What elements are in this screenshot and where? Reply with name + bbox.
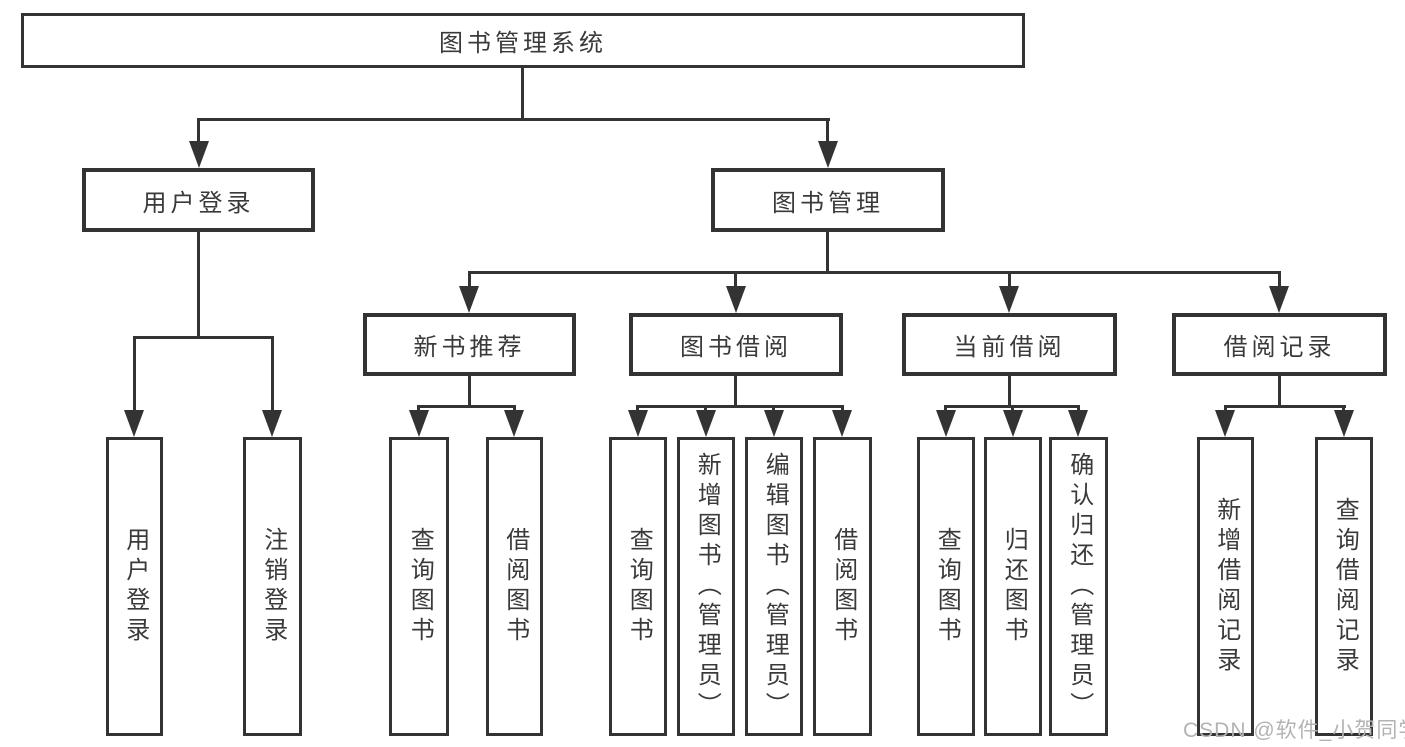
node-cb-query-books: 查询图书 [917, 437, 975, 736]
connector-line [826, 232, 829, 271]
node-label: 借阅记录 [1223, 334, 1336, 361]
connector-line [197, 118, 830, 121]
connector-line [636, 405, 844, 408]
arrowhead-icon [832, 410, 852, 437]
node-label: 注销登录 [259, 526, 287, 647]
arrowhead-icon [504, 410, 524, 437]
connector-line [468, 376, 471, 405]
node-bb-add-books-admin: 新增图书（管理员） [677, 437, 735, 736]
node-label: 查询图书 [406, 526, 434, 647]
connector-line [133, 336, 136, 412]
connector-line [197, 118, 200, 146]
connector-line [468, 271, 471, 288]
node-book-management: 图书管理 [711, 168, 945, 232]
connector-line [734, 271, 737, 288]
node-label: 查询图书 [625, 526, 653, 647]
connector-line [1278, 376, 1281, 405]
arrowhead-icon [726, 286, 746, 313]
connector-line [734, 376, 737, 405]
node-br-add-borrow-record: 新增借阅记录 [1197, 437, 1254, 736]
arrowhead-icon [1215, 410, 1235, 437]
connector-line [944, 405, 947, 412]
node-borrowing-records: 借阅记录 [1172, 313, 1387, 376]
arrowhead-icon [459, 286, 479, 313]
arrowhead-icon [262, 410, 282, 437]
connector-line [1008, 376, 1011, 405]
arrowhead-icon [1269, 286, 1289, 313]
arrowhead-icon [696, 410, 716, 437]
arrowhead-icon [764, 410, 784, 437]
node-label: 编辑图书（管理员） [761, 451, 789, 722]
node-logout: 注销登录 [243, 437, 302, 736]
connector-line [1224, 405, 1227, 412]
connector-line [417, 405, 516, 408]
connector-line [772, 405, 775, 412]
connector-line [1008, 271, 1011, 288]
node-nbr-borrow-books: 借阅图书 [486, 437, 543, 736]
node-current-borrowing: 当前借阅 [902, 313, 1117, 376]
node-label: 新增借阅记录 [1212, 496, 1240, 677]
csdn-watermark: CSDN @软件_小贺同学 [1183, 719, 1405, 742]
node-label: 确认归还（管理员） [1065, 451, 1093, 722]
connector-line [417, 405, 420, 412]
connector-line [704, 405, 707, 412]
connector-line [826, 118, 829, 146]
connector-line [1342, 405, 1345, 412]
connector-line [521, 68, 524, 118]
node-user-login-leaf: 用户登录 [106, 437, 163, 736]
node-bb-borrow-books: 借阅图书 [813, 437, 872, 736]
connector-line [1278, 271, 1281, 288]
node-label: 用户登录 [142, 189, 255, 217]
connector-line [1077, 405, 1080, 412]
node-bb-query-books: 查询图书 [609, 437, 667, 736]
node-label: 借阅图书 [829, 526, 857, 647]
arrowhead-icon [1334, 410, 1354, 437]
connector-line [636, 405, 639, 412]
node-nbr-query-books: 查询图书 [389, 437, 449, 736]
node-label: 图书管理系统 [439, 30, 607, 57]
node-book-borrowing: 图书借阅 [629, 313, 843, 376]
node-label: 当前借阅 [953, 334, 1066, 361]
node-cb-return-books: 归还图书 [984, 437, 1042, 736]
node-cb-confirm-return-admin: 确认归还（管理员） [1049, 437, 1108, 736]
node-br-query-borrow-record: 查询借阅记录 [1315, 437, 1373, 736]
connector-line [841, 405, 844, 412]
node-label: 查询借阅记录 [1331, 496, 1359, 677]
arrowhead-icon [409, 410, 429, 437]
arrowhead-icon [936, 410, 956, 437]
node-label: 图书管理 [772, 189, 884, 217]
node-bb-edit-books-admin: 编辑图书（管理员） [745, 437, 803, 736]
node-label: 新书推荐 [413, 334, 526, 361]
connector-line [468, 271, 1281, 274]
node-new-book-recommend: 新书推荐 [363, 313, 576, 376]
node-label: 新增图书（管理员） [693, 451, 721, 722]
node-label: 借阅图书 [501, 526, 529, 647]
node-label: 查询图书 [933, 526, 961, 647]
connector-line [197, 232, 200, 336]
arrowhead-icon [999, 286, 1019, 313]
node-label: 用户登录 [121, 526, 149, 647]
node-user-login: 用户登录 [82, 168, 315, 232]
connector-line [1011, 405, 1014, 412]
arrowhead-icon [189, 141, 209, 168]
node-library-management-system: 图书管理系统 [21, 13, 1025, 68]
node-label: 图书借阅 [680, 334, 792, 361]
arrowhead-icon [1068, 410, 1088, 437]
arrowhead-icon [1003, 410, 1023, 437]
connector-line [513, 405, 516, 412]
arrowhead-icon [124, 410, 144, 437]
connector-line [133, 336, 274, 339]
arrowhead-icon [818, 141, 838, 168]
connector-line [271, 336, 274, 412]
node-label: 归还图书 [1000, 526, 1028, 647]
connector-line [1224, 405, 1346, 408]
arrowhead-icon [628, 410, 648, 437]
